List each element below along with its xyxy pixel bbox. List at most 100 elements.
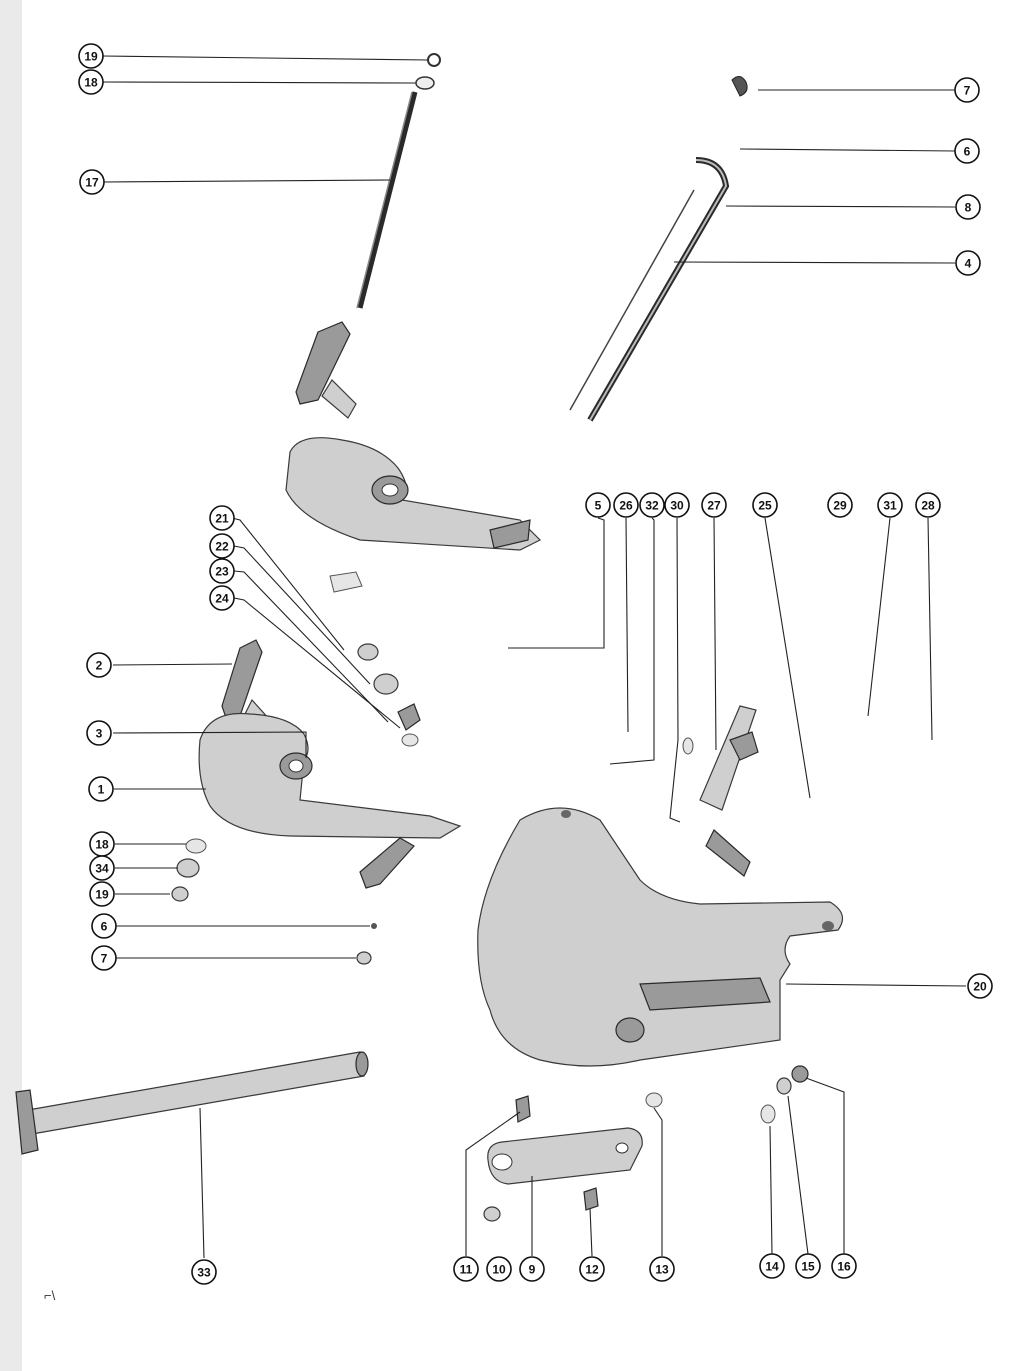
callout-label: 22 bbox=[215, 540, 229, 554]
callout-circle bbox=[86, 652, 112, 678]
callout-circle bbox=[954, 138, 980, 164]
callout-18: 18 bbox=[78, 69, 104, 95]
callout-32: 32 bbox=[639, 492, 665, 518]
callout-22: 22 bbox=[209, 533, 235, 559]
callout-label: 32 bbox=[645, 499, 659, 513]
callout-label: 6 bbox=[101, 920, 108, 934]
callout-28: 28 bbox=[915, 492, 941, 518]
callout-circle bbox=[752, 492, 778, 518]
callout-label: 34 bbox=[95, 862, 109, 876]
callout-label: 10 bbox=[492, 1263, 506, 1277]
callout-33: 33 bbox=[191, 1259, 217, 1285]
callout-label: 26 bbox=[619, 499, 633, 513]
callout-label: 17 bbox=[85, 176, 99, 190]
callout-19: 19 bbox=[78, 43, 104, 69]
callout-circle bbox=[89, 855, 115, 881]
callout-11: 11 bbox=[453, 1256, 479, 1282]
callout-circle bbox=[639, 492, 665, 518]
small-parts-bottom bbox=[483, 1065, 809, 1222]
callout-6: 6 bbox=[954, 138, 980, 164]
callout-9: 9 bbox=[519, 1256, 545, 1282]
clamp-bracket-left bbox=[198, 712, 462, 889]
clamp-bracket-upper bbox=[285, 437, 542, 551]
callout-label: 6 bbox=[964, 145, 971, 159]
callout-label: 27 bbox=[707, 499, 721, 513]
callout-circle bbox=[967, 973, 993, 999]
callout-circle bbox=[613, 492, 639, 518]
callout-circle bbox=[664, 492, 690, 518]
small-parts-left bbox=[171, 838, 377, 965]
callout-circle bbox=[831, 1253, 857, 1279]
callout-7: 7 bbox=[954, 77, 980, 103]
callout-label: 23 bbox=[215, 565, 229, 579]
callout-circle bbox=[86, 720, 112, 746]
callout-circle bbox=[191, 1259, 217, 1285]
callout-circle bbox=[79, 169, 105, 195]
callout-25: 25 bbox=[752, 492, 778, 518]
callout-circle bbox=[954, 77, 980, 103]
callout-label: 5 bbox=[595, 499, 602, 513]
callout-13: 13 bbox=[649, 1256, 675, 1282]
callout-label: 3 bbox=[96, 727, 103, 741]
callout-label: 4 bbox=[965, 257, 972, 271]
callout-6: 6 bbox=[91, 913, 117, 939]
callout-8: 8 bbox=[955, 194, 981, 220]
callout-circle bbox=[827, 492, 853, 518]
callout-17: 17 bbox=[79, 169, 105, 195]
callout-label: 18 bbox=[84, 76, 98, 90]
callout-label: 24 bbox=[215, 592, 229, 606]
callout-label: 16 bbox=[837, 1260, 851, 1274]
callout-1: 1 bbox=[88, 776, 114, 802]
callout-30: 30 bbox=[664, 492, 690, 518]
callout-12: 12 bbox=[579, 1256, 605, 1282]
callout-23: 23 bbox=[209, 558, 235, 584]
spring-assembly bbox=[329, 571, 421, 747]
callout-circle bbox=[519, 1256, 545, 1282]
leader-lines bbox=[101, 55, 967, 1259]
tilt-lock-lever bbox=[682, 705, 759, 877]
callout-label: 30 bbox=[670, 499, 684, 513]
callout-label: 20 bbox=[973, 980, 987, 994]
callout-circle bbox=[209, 533, 235, 559]
callout-circle bbox=[915, 492, 941, 518]
callout-circle bbox=[78, 69, 104, 95]
callout-label: 19 bbox=[84, 50, 98, 64]
callout-19: 19 bbox=[89, 881, 115, 907]
callout-29: 29 bbox=[827, 492, 853, 518]
callout-circle bbox=[649, 1256, 675, 1282]
callout-24: 24 bbox=[209, 585, 235, 611]
callout-21: 21 bbox=[209, 505, 235, 531]
callout-label: 28 bbox=[921, 499, 935, 513]
callout-circle bbox=[209, 505, 235, 531]
callout-label: 25 bbox=[758, 499, 772, 513]
tilt-pin bbox=[356, 91, 418, 309]
callout-20: 20 bbox=[967, 973, 993, 999]
callout-circle bbox=[579, 1256, 605, 1282]
callout-3: 3 bbox=[86, 720, 112, 746]
callout-5: 5 bbox=[585, 492, 611, 518]
callout-14: 14 bbox=[759, 1253, 785, 1279]
callout-circle bbox=[91, 913, 117, 939]
callout-circle bbox=[453, 1256, 479, 1282]
callout-circle bbox=[209, 558, 235, 584]
rod-cap bbox=[731, 76, 748, 97]
stern-bracket-tube bbox=[15, 1051, 369, 1155]
callout-label: 1 bbox=[98, 783, 105, 797]
callout-label: 31 bbox=[883, 499, 897, 513]
callout-31: 31 bbox=[877, 492, 903, 518]
callout-26: 26 bbox=[613, 492, 639, 518]
callout-label: 2 bbox=[96, 659, 103, 673]
callout-label: 8 bbox=[965, 201, 972, 215]
callout-circle bbox=[877, 492, 903, 518]
callout-label: 19 bbox=[95, 888, 109, 902]
callout-circle bbox=[955, 250, 981, 276]
callout-circle bbox=[955, 194, 981, 220]
clamp-screw-upper bbox=[295, 321, 357, 419]
callout-16: 16 bbox=[831, 1253, 857, 1279]
callout-label: 33 bbox=[197, 1266, 211, 1280]
callout-label: 21 bbox=[215, 512, 229, 526]
callout-circle bbox=[701, 492, 727, 518]
pin-ring-top bbox=[415, 53, 441, 90]
